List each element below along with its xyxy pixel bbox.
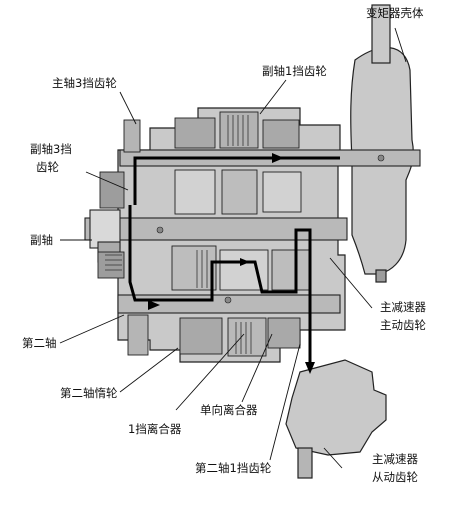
label-converter-housing: 变矩器壳体 [366,6,424,20]
flow-arrowheads [148,153,315,374]
label-first-clutch: 1挡离合器 [128,422,182,436]
label-main-gear3: 主轴3挡齿轮 [52,76,117,90]
final-driven-housing [285,359,387,479]
label-final-drive-line2: 主动齿轮 [380,318,426,332]
countershaft-bar [84,217,348,241]
bolt-details [156,154,385,304]
converter-housing [350,4,414,283]
gear-packs [97,111,311,357]
label-countershaft: 副轴 [30,233,53,247]
label-counter-gear1: 副轴1挡齿轮 [262,64,327,78]
power-flow-path [128,156,340,368]
label-final-driven-line1: 主减速器 [372,452,418,466]
label-counter-gear3-line1: 副轴3挡 [30,142,72,156]
shafts [84,149,421,314]
label-oneway-clutch: 单向离合器 [200,403,258,417]
label-final-driven-line2: 从动齿轮 [372,470,418,484]
label-counter-gear3-line2: 齿轮 [36,160,59,174]
label-second-gear1: 第二轴1挡齿轮 [195,461,272,475]
label-final-drive-line1: 主减速器 [380,300,426,314]
leader-lines [59,27,407,469]
label-second-idler: 第二轴惰轮 [60,386,118,400]
label-second-shaft: 第二轴 [22,336,57,350]
